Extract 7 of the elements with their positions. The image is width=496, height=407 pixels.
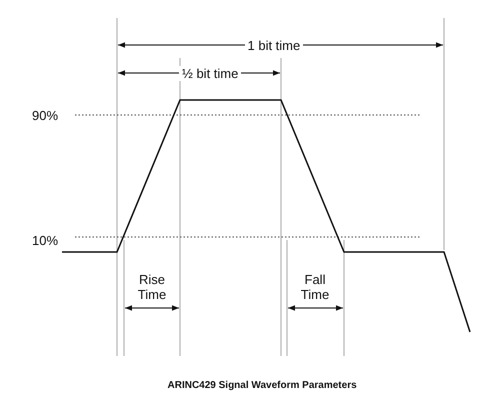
level-label: 90% [32,108,58,122]
dimension-label: 1 bit time [244,38,304,52]
interval-label: Fall Time [300,272,330,302]
level-label: 10% [32,232,58,248]
caption: ARINC429 Signal Waveform Parameters [168,379,357,393]
interval-label: Rise Time [136,272,168,302]
dimension-label: ½ bit time [179,66,242,80]
